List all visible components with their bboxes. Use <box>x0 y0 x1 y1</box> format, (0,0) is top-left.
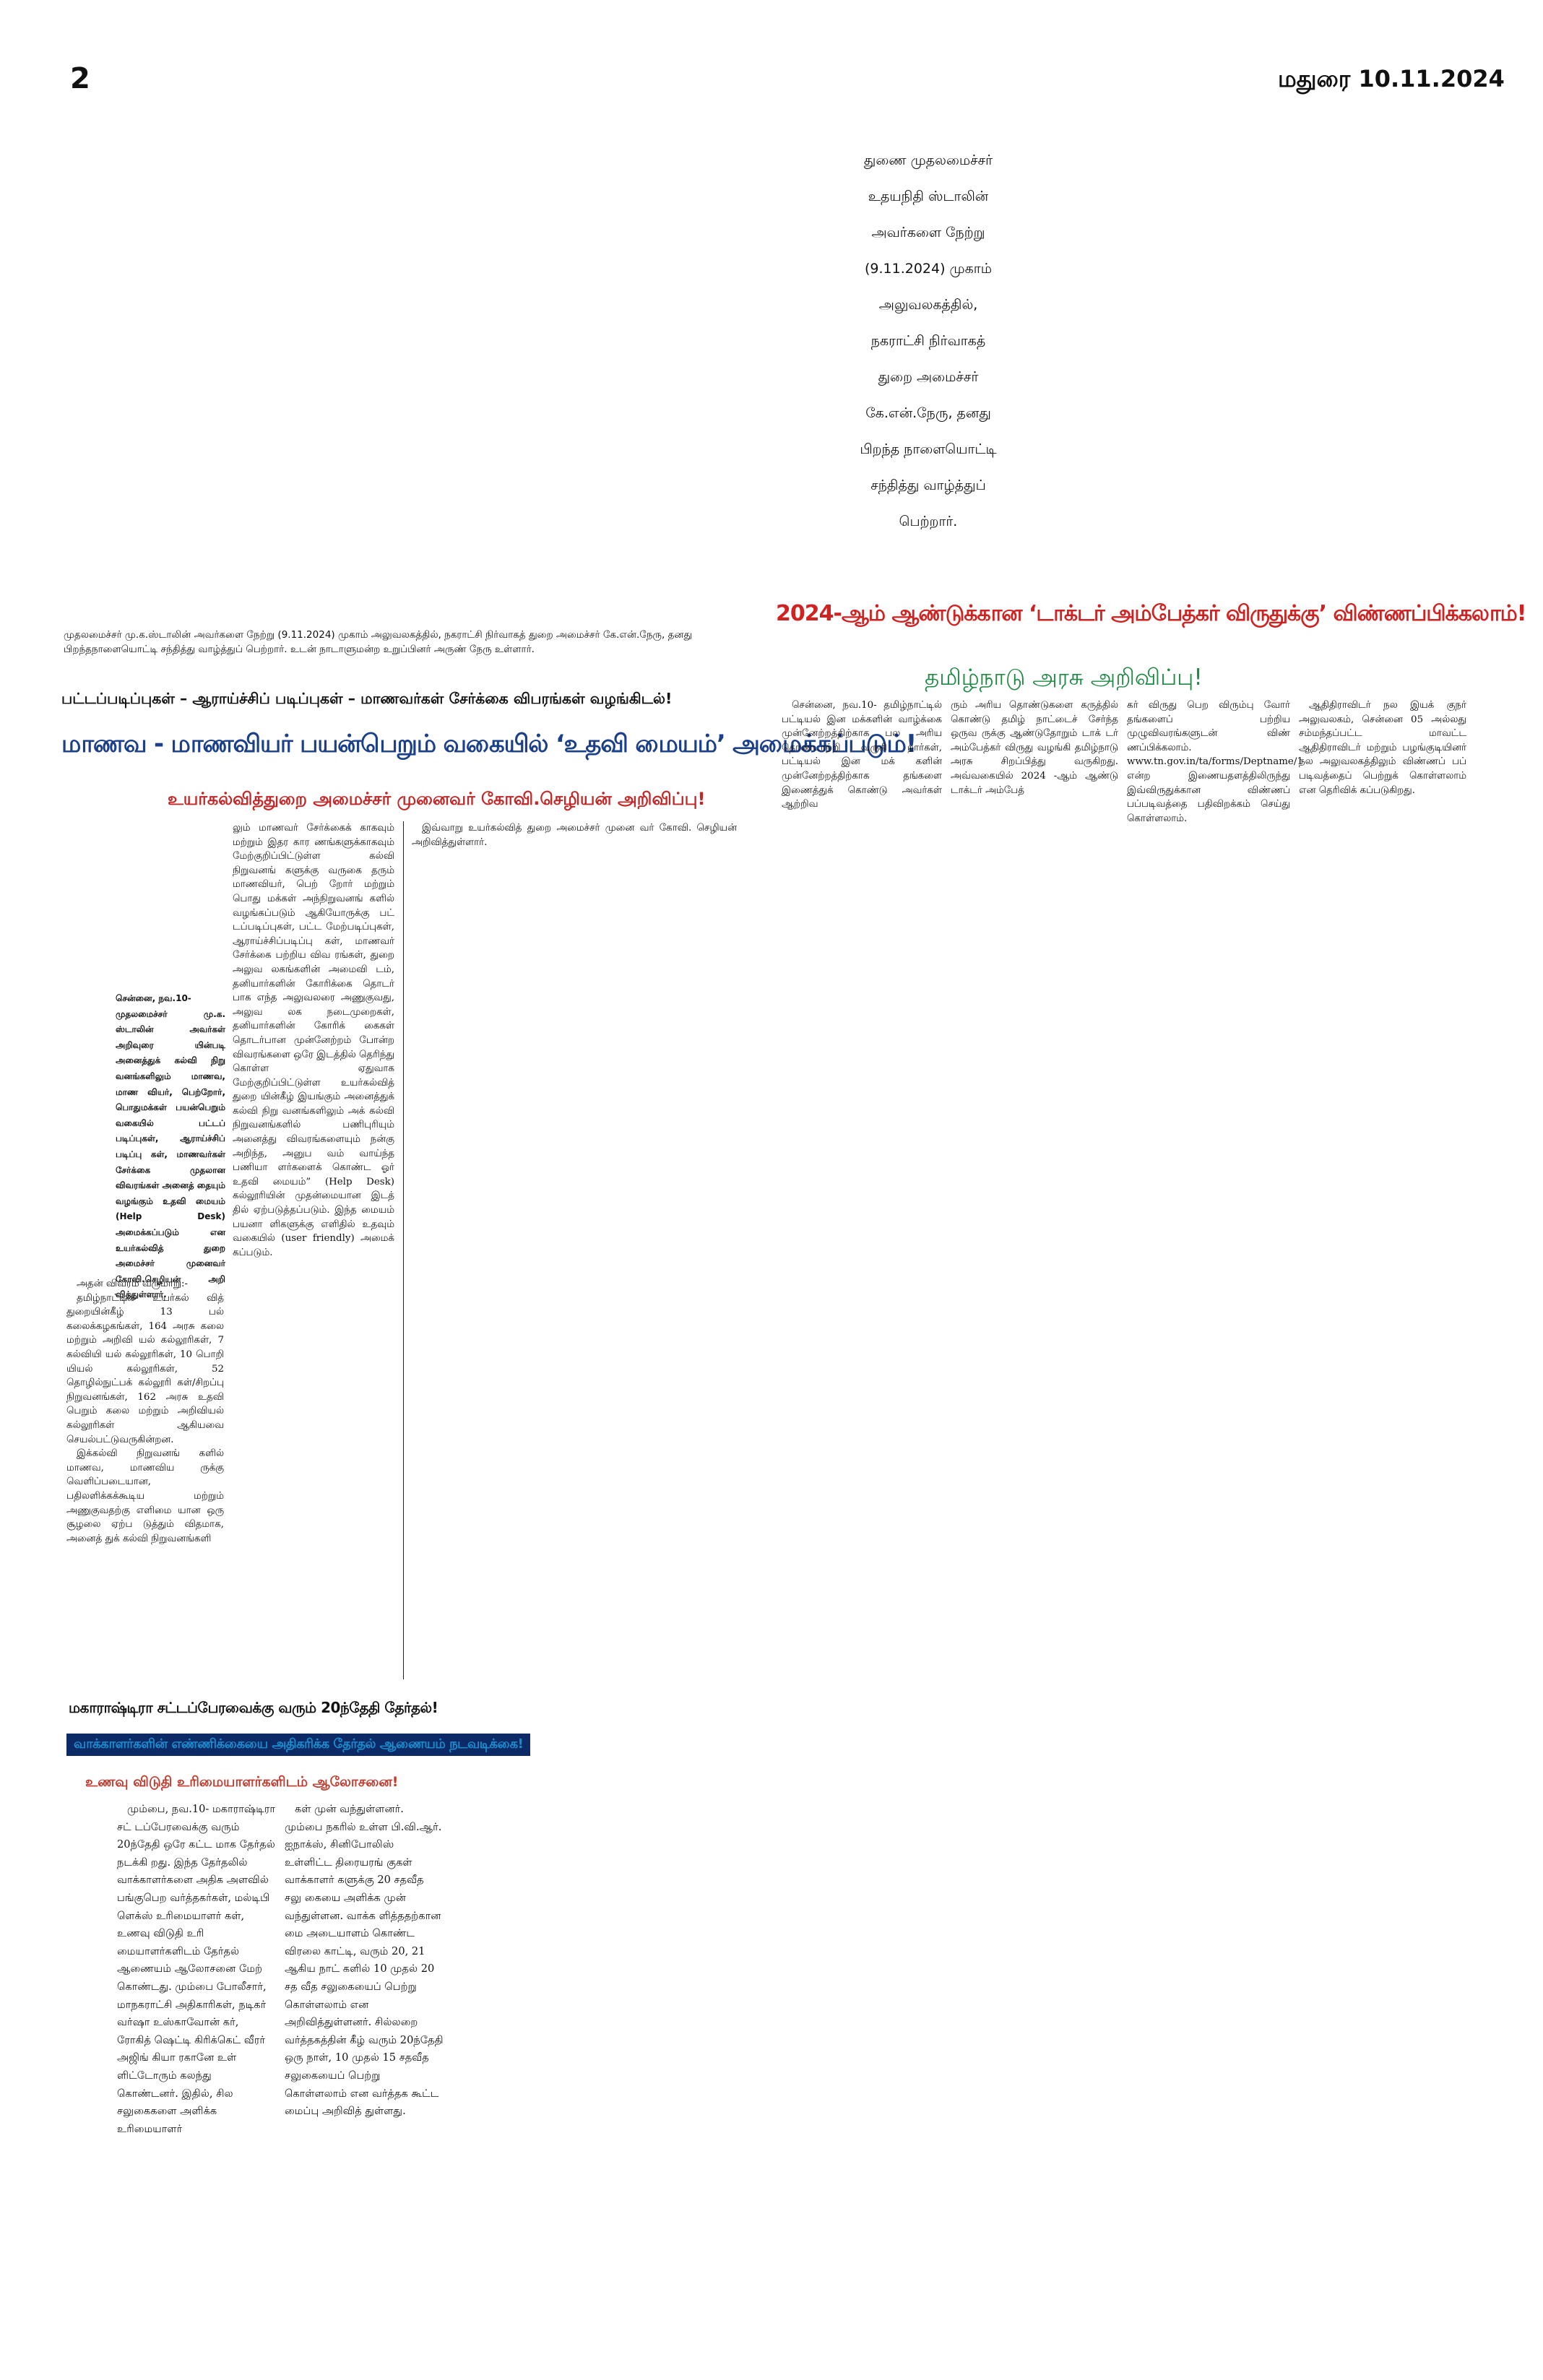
story1-lead-dateline: சென்னை, நவ.10- <box>116 993 191 1003</box>
story2-subheadline: தமிழ்நாடு அரசு அறிவிப்பு! <box>925 665 1203 691</box>
paragraph: சென்னை, நவ.10- தமிழ்நாட்டில் பட்டியல் இன… <box>782 700 942 810</box>
story2-col2: ரும் அரிய தொண்டுகளை கருத்தில் கொண்டு தமி… <box>951 698 1118 797</box>
story2-col1: சென்னை, நவ.10- தமிழ்நாட்டில் பட்டியல் இன… <box>782 698 942 812</box>
caption-line: உதயநிதி ஸ்டாலின் <box>868 189 989 204</box>
photo-caption-left: முதலமைச்சர் மு.க.ஸ்டாலின் அவர்களை நேற்று… <box>64 629 693 655</box>
caption-line: பெற்றார். <box>899 514 958 529</box>
dateline: மதுரை 10.11.2024 <box>1278 65 1505 92</box>
story2-headline: 2024-ஆம் ஆண்டுக்கான ‘டாக்டர் அம்பேத்கர் … <box>776 601 1526 626</box>
story1-col3: இவ்வாறு உயர்கல்வித் துறை அமைச்சர் முனை வ… <box>412 821 737 849</box>
paragraph: தமிழ்நாட்டில் உயர்கல் வித் துறையின்கீழ் … <box>66 1292 224 1445</box>
paragraph: கள் முன் வந்துள்ளனர். மும்பை நகரில் உள்ள… <box>285 1803 444 2118</box>
paragraph: இவ்வாறு உயர்கல்வித் துறை அமைச்சர் முனை வ… <box>412 823 737 848</box>
page-number: 2 <box>70 62 90 95</box>
paragraph: இக்கல்வி நிறுவனங் களில் மாணவ, மாணவிய ருக… <box>66 1448 224 1544</box>
paragraph: ஆதிதிராவிடர் நல இயக் குநர் அலுவலகம், சென… <box>1299 700 1466 796</box>
paragraph: அதன் விவரம் வருமாறு:- <box>77 1278 189 1289</box>
photo-caption-top: துணை முதலமைச்சர் உதயநிதி ஸ்டாலின் அவர்கள… <box>766 142 1091 540</box>
caption-line: (9.11.2024) முகாம் <box>864 261 993 277</box>
story1-headline: மாணவ - மாணவியர் பயன்பெறும் வகையில் ‘உதவி… <box>61 730 917 758</box>
paragraph: மும்பை, நவ.10- மகாராஷ்டிரா சட் டப்பேரவைக… <box>117 1803 275 2135</box>
story1-lead-text: முதலமைச்சர் மு.க. ஸ்டாலின் அவர்கள் அறிவு… <box>116 1008 225 1300</box>
story3-col1: மும்பை, நவ.10- மகாராஷ்டிரா சட் டப்பேரவைக… <box>117 1801 276 2138</box>
story3-subheadline: வாக்காளர்களின் எண்ணிக்கையை அதிகரிக்க தேர… <box>66 1734 531 1756</box>
story2-col4: ஆதிதிராவிடர் நல இயக் குநர் அலுவலகம், சென… <box>1299 698 1466 797</box>
story2-col3: கர் விருது பெற விரும்பு வோர் தங்களைப் பற… <box>1127 698 1303 826</box>
caption-line: துணை முதலமைச்சர் <box>863 152 993 168</box>
caption-line: அலுவலகத்தில், <box>878 297 978 313</box>
caption-line: பிறந்த நாளையொட்டி <box>860 441 997 457</box>
story1-subheadline: உயர்கல்வித்துறை அமைச்சர் முனைவர் கோவி.செ… <box>168 789 706 809</box>
column-rule <box>403 821 404 1679</box>
paragraph: கர் விருது பெற விரும்பு வோர் தங்களைப் பற… <box>1127 700 1303 824</box>
caption-line: நகராட்சி நிர்வாகத் <box>870 333 986 349</box>
caption-line: துறை அமைச்சர் <box>878 369 979 385</box>
paragraph: லும் மாணவர் சேர்க்கைக் காகவும் மற்றும் இ… <box>233 823 394 1258</box>
story1-col1: அதன் விவரம் வருமாறு:- தமிழ்நாட்டில் உயர்… <box>66 1277 224 1546</box>
story3-col2: கள் முன் வந்துள்ளனர். மும்பை நகரில் உள்ள… <box>285 1801 444 2121</box>
caption-line: கே.என்.நேரு, தனது <box>865 405 991 421</box>
story3-headline: மகாராஷ்டிரா சட்டப்பேரவைக்கு வரும் 20ந்தே… <box>69 1699 438 1716</box>
story1-kicker: பட்டப்படிப்புகள் – ஆராய்ச்சிப் படிப்புகள… <box>61 690 673 707</box>
paragraph: ரும் அரிய தொண்டுகளை கருத்தில் கொண்டு தமி… <box>951 700 1118 796</box>
story1-col2: லும் மாணவர் சேர்க்கைக் காகவும் மற்றும் இ… <box>233 821 394 1260</box>
story1-lead: சென்னை, நவ.10- முதலமைச்சர் மு.க. ஸ்டாலின… <box>116 991 225 1303</box>
caption-line: அவர்களை நேற்று <box>871 225 985 241</box>
caption-line: சந்தித்து வாழ்த்துப் <box>870 477 986 493</box>
story3-tagline: உணவு விடுதி உரிமையாளர்களிடம் ஆலோசனை! <box>85 1774 399 1790</box>
